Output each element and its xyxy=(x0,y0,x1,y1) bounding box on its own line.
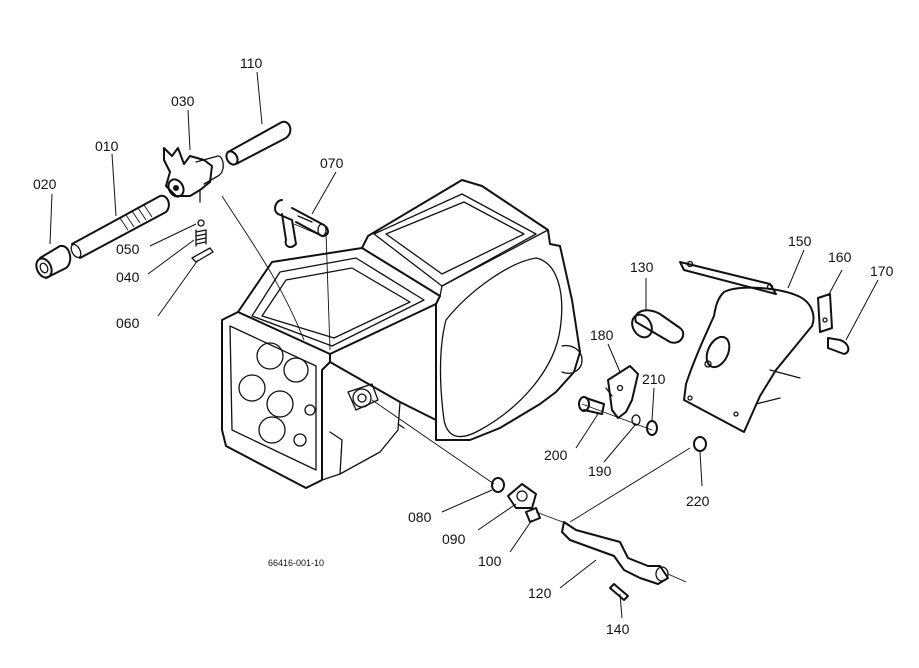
label-100: 100 xyxy=(478,553,502,569)
part-130-pedal-pad[interactable] xyxy=(628,309,685,344)
part-210-washer[interactable] xyxy=(646,420,658,436)
part-010-shift-rod[interactable] xyxy=(69,194,170,259)
label-170: 170 xyxy=(870,263,894,279)
label-120: 120 xyxy=(528,585,552,601)
label-190: 190 xyxy=(588,463,612,479)
part-070-shift-arm[interactable] xyxy=(274,199,329,248)
label-050: 050 xyxy=(116,241,140,257)
part-100-bolt[interactable] xyxy=(525,507,541,523)
label-130: 130 xyxy=(630,259,654,275)
part-140-pin[interactable] xyxy=(609,583,629,601)
part-150-bracket[interactable] xyxy=(679,260,815,433)
label-030: 030 xyxy=(171,93,195,109)
part-050-ball[interactable] xyxy=(197,219,205,227)
label-140: 140 xyxy=(606,621,630,637)
part-160-plate[interactable] xyxy=(817,293,833,333)
part-170-bolt[interactable] xyxy=(827,337,850,355)
part-080-o-ring[interactable] xyxy=(491,477,505,493)
label-160: 160 xyxy=(828,249,852,265)
label-200: 200 xyxy=(544,447,568,463)
label-180: 180 xyxy=(590,327,614,343)
part-020-bushing[interactable] xyxy=(33,244,72,280)
label-090: 090 xyxy=(442,531,466,547)
drawing-reference: 66416-001-10 xyxy=(268,558,324,568)
label-210: 210 xyxy=(642,371,666,387)
part-090-flange-plate[interactable] xyxy=(507,483,537,509)
part-030-shift-fork[interactable] xyxy=(163,147,224,203)
leader-lines xyxy=(49,71,879,619)
part-110-rod[interactable] xyxy=(224,120,292,167)
label-110: 110 xyxy=(240,55,263,71)
transmission-case xyxy=(221,179,583,489)
part-040-spring[interactable] xyxy=(195,229,207,247)
part-180-lever[interactable] xyxy=(605,365,639,419)
part-060-pin[interactable] xyxy=(191,247,214,263)
label-010: 010 xyxy=(95,138,119,154)
alignment-lines xyxy=(221,195,691,583)
label-060: 060 xyxy=(116,315,140,331)
part-200-bolt[interactable] xyxy=(578,396,605,415)
label-220: 220 xyxy=(686,493,710,509)
label-020: 020 xyxy=(33,176,57,192)
label-040: 040 xyxy=(116,269,140,285)
label-080: 080 xyxy=(408,509,432,525)
label-070: 070 xyxy=(320,155,344,171)
part-220-nut[interactable] xyxy=(693,436,707,452)
part-190-washer[interactable] xyxy=(631,414,641,426)
label-150: 150 xyxy=(788,233,812,249)
